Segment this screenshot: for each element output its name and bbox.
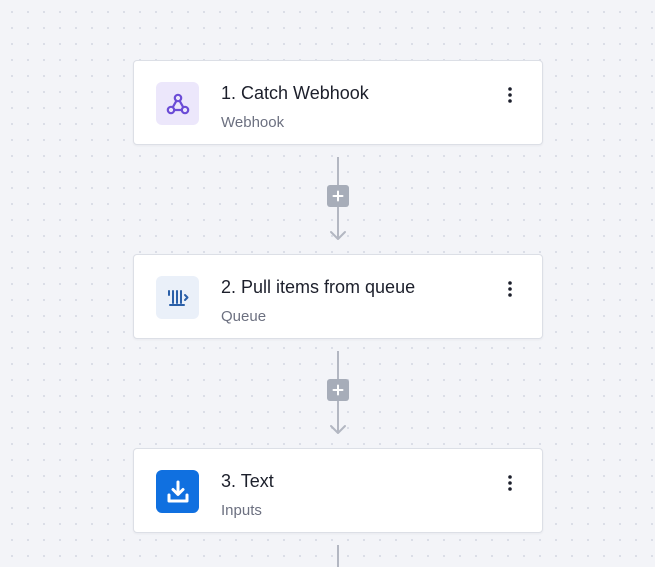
more-options-icon[interactable]: [498, 471, 522, 495]
connector-line: [337, 545, 339, 567]
plus-icon: [332, 190, 344, 202]
plus-icon: [332, 384, 344, 396]
arrow-down-icon: [330, 231, 346, 240]
queue-icon: [156, 276, 199, 319]
step-subtitle: Queue: [221, 308, 267, 325]
step-card-catch-webhook[interactable]: 1. Catch Webhook Webhook: [133, 60, 543, 145]
step-card-pull-items[interactable]: 2. Pull items from queue Queue: [133, 254, 543, 339]
step-title: 1. Catch Webhook: [221, 83, 369, 103]
step-title: 2. Pull items from queue: [221, 277, 416, 297]
download-icon: [156, 470, 199, 513]
step-title: 3. Text: [221, 471, 274, 491]
webhook-icon: [156, 82, 199, 125]
add-step-button[interactable]: [327, 185, 349, 207]
more-options-icon[interactable]: [498, 277, 522, 301]
step-subtitle: Inputs: [221, 502, 262, 519]
step-subtitle: Webhook: [221, 114, 285, 131]
arrow-down-icon: [330, 425, 346, 434]
more-options-icon[interactable]: [498, 83, 522, 107]
add-step-button[interactable]: [327, 379, 349, 401]
step-card-text[interactable]: 3. Text Inputs: [133, 448, 543, 533]
